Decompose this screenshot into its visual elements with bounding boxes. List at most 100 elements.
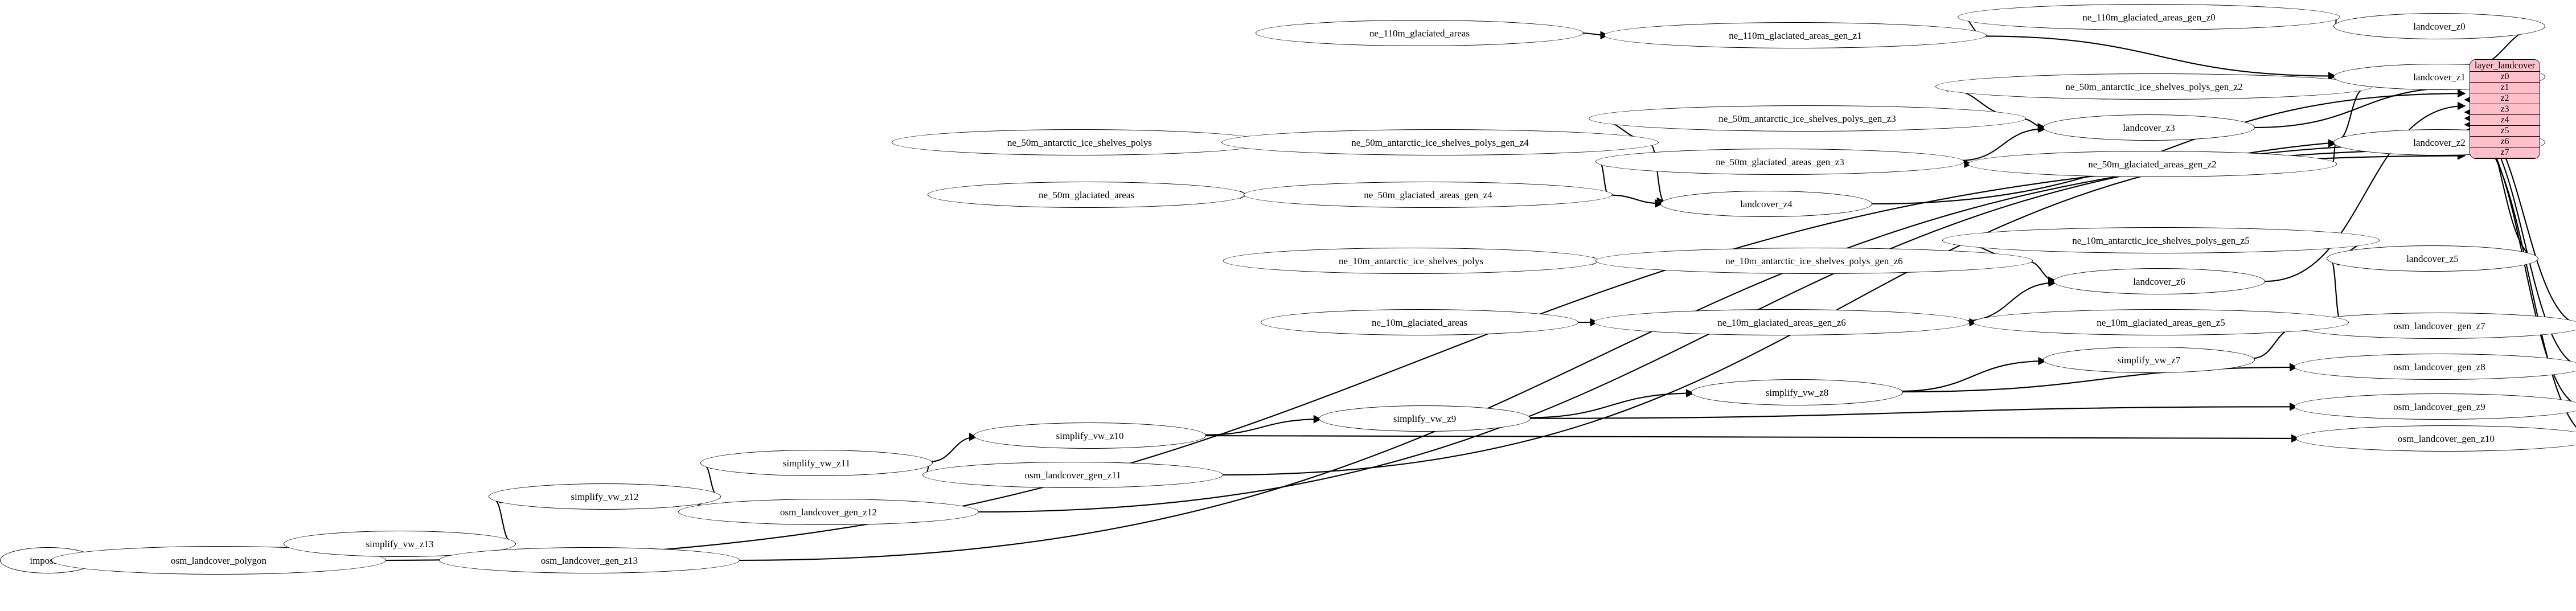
graph-node-landcover-z3[interactable]: landcover_z3 [2043, 114, 2255, 141]
edge-simplify_vw_z8-to-simplify_vw_z7 [1900, 356, 2046, 392]
node-label: osm_landcover_gen_z12 [780, 506, 877, 518]
record-row-z3[interactable]: z3 [2470, 104, 2540, 115]
node-label: osm_landcover_gen_z13 [541, 555, 638, 566]
node-label: ne_10m_glaciated_areas_gen_z5 [2097, 317, 2225, 328]
graph-node-ne-50m-antarctic-ice-shelves-polys[interactable]: ne_50m_antarctic_ice_shelves_polys [892, 129, 1268, 155]
record-row-z1[interactable]: z1 [2470, 83, 2540, 93]
node-label: ne_50m_antarctic_ice_shelves_polys_gen_z… [2065, 81, 2243, 92]
edge-simplify_vw_z10-to-simplify_vw_z9 [1203, 415, 1322, 436]
graph-node-osm-landcover-gen-z10[interactable]: osm_landcover_gen_z10 [2296, 425, 2576, 452]
node-label: simplify_vw_z11 [782, 457, 851, 469]
edge-ne_50m_antarctic_ice_shelves_polys_gen_z2-to-landcover_z2 [2336, 88, 2365, 144]
graph-node-osm-landcover-gen-z9[interactable]: osm_landcover_gen_z9 [2294, 393, 2576, 420]
graph-node-ne-10m-antarctic-ice-shelves-polys[interactable]: ne_10m_antarctic_ice_shelves_polys [1223, 248, 1599, 274]
graph-node-ne-110m-glaciated-areas[interactable]: ne_110m_glaciated_areas [1256, 20, 1584, 46]
node-label: landcover_z5 [2406, 253, 2459, 264]
graph-node-simplify-vw-z11[interactable]: simplify_vw_z11 [700, 450, 933, 476]
edge-simplify_vw_z9-to-osm_landcover_gen_z9 [1528, 402, 2298, 419]
graph-node-ne-50m-antarctic-ice-shelves-polys-gen-z3[interactable]: ne_50m_antarctic_ice_shelves_polys_gen_z… [1589, 105, 2026, 132]
record-row-z5[interactable]: z5 [2470, 126, 2540, 137]
node-label: ne_10m_antarctic_ice_shelves_polys [1339, 255, 1483, 266]
graph-node-ne-50m-glaciated-areas-gen-z2[interactable]: ne_50m_glaciated_areas_gen_z2 [1968, 151, 2337, 177]
node-label: landcover_z3 [2123, 122, 2175, 133]
graph-node-ne-10m-glaciated-areas-gen-z6[interactable]: ne_10m_glaciated_areas_gen_z6 [1594, 309, 1970, 335]
node-label: osm_landcover_gen_z11 [1024, 469, 1121, 481]
graph-node-landcover-z5[interactable]: landcover_z5 [2327, 245, 2538, 272]
node-label: simplify_vw_z13 [366, 538, 434, 550]
node-label: osm_landcover_gen_z8 [2393, 361, 2485, 372]
graph-node-ne-10m-glaciated-areas[interactable]: ne_10m_glaciated_areas [1261, 309, 1578, 335]
record-row-z8[interactable]: z8 [2470, 158, 2540, 159]
graph-node-simplify-vw-z9[interactable]: simplify_vw_z9 [1319, 405, 1531, 432]
graph-node-ne-10m-antarctic-ice-shelves-polys-gen-z6[interactable]: ne_10m_antarctic_ice_shelves_polys_gen_z… [1595, 248, 2033, 274]
graph-node-landcover-z0[interactable]: landcover_z0 [2333, 13, 2545, 39]
record-row-z2[interactable]: z2 [2470, 93, 2540, 104]
graph-node-ne-110m-glaciated-areas-gen-z0[interactable]: ne_110m_glaciated_areas_gen_z0 [1958, 4, 2340, 30]
node-label: landcover_z6 [2133, 276, 2185, 287]
edge-ne_50m_glaciated_areas_gen_z4-to-ne_50m_glaciated_areas_gen_z3 [1599, 158, 1609, 194]
graph-node-ne-50m-antarctic-ice-shelves-polys-gen-z2[interactable]: ne_50m_antarctic_ice_shelves_polys_gen_z… [1935, 73, 2373, 100]
graph-node-ne-50m-glaciated-areas-gen-z3[interactable]: ne_50m_glaciated_areas_gen_z3 [1595, 149, 1964, 175]
record-row-z6[interactable]: z6 [2470, 137, 2540, 147]
graph-node-simplify-vw-z7[interactable]: simplify_vw_z7 [2043, 347, 2255, 373]
node-label: landcover_z0 [2413, 20, 2466, 32]
node-label: ne_50m_antarctic_ice_shelves_polys [1007, 137, 1152, 148]
graph-node-ne-50m-glaciated-areas-gen-z4[interactable]: ne_50m_glaciated_areas_gen_z4 [1244, 182, 1613, 208]
node-label: ne_50m_glaciated_areas_gen_z4 [1364, 189, 1492, 200]
edge-simplify_vw_z11-to-simplify_vw_z10 [929, 432, 978, 462]
graph-node-osm-landcover-gen-z11[interactable]: osm_landcover_gen_z11 [922, 462, 1223, 488]
node-label: ne_50m_glaciated_areas [1038, 189, 1135, 200]
graph-node-simplify-vw-z8[interactable]: simplify_vw_z8 [1691, 379, 1903, 405]
node-label: ne_110m_glaciated_areas [1369, 27, 1470, 39]
node-label: ne_110m_glaciated_areas_gen_z1 [1729, 30, 1862, 41]
node-label: landcover_z4 [1740, 198, 1792, 210]
graph-node-osm-landcover-gen-z8[interactable]: osm_landcover_gen_z8 [2294, 354, 2576, 380]
layer-landcover-record[interactable]: layer_landcoverz0z1z2z3z4z5z6z7z8z9z10z1… [2470, 59, 2540, 159]
node-label: landcover_z1 [2413, 71, 2466, 83]
node-label: simplify_vw_z8 [1765, 387, 1829, 398]
graph-node-ne-10m-glaciated-areas-gen-z5[interactable]: ne_10m_glaciated_areas_gen_z5 [1973, 309, 2349, 335]
graph-node-osm-landcover-gen-z12[interactable]: osm_landcover_gen_z12 [678, 499, 979, 525]
graph-node-ne-50m-antarctic-ice-shelves-polys-gen-z4[interactable]: ne_50m_antarctic_ice_shelves_polys_gen_z… [1221, 129, 1659, 155]
graph-node-landcover-z6[interactable]: landcover_z6 [2053, 268, 2265, 294]
edge-ne_50m_antarctic_ice_shelves_polys_gen_z3-to-landcover_z3 [2021, 118, 2046, 132]
graph-node-simplify-vw-z10[interactable]: simplify_vw_z10 [974, 423, 1206, 449]
graph-node-simplify-vw-z12[interactable]: simplify_vw_z12 [489, 483, 721, 510]
graph-node-ne-110m-glaciated-areas-gen-z1[interactable]: ne_110m_glaciated_areas_gen_z1 [1604, 22, 1987, 48]
graph-node-ne-10m-antarctic-ice-shelves-polys-gen-z5[interactable]: ne_10m_antarctic_ice_shelves_polys_gen_z… [1942, 227, 2380, 253]
graph-node-landcover-z4[interactable]: landcover_z4 [1660, 191, 1872, 217]
node-label: ne_110m_glaciated_areas_gen_z0 [2082, 11, 2216, 23]
edge-simplify_vw_z13-to-simplify_vw_z12 [493, 495, 511, 542]
record-row-z4[interactable]: z4 [2470, 115, 2540, 126]
edge-osm_landcover_gen_z10-to-layer_landcover.z10 [2464, 126, 2576, 428]
graph-node-ne-50m-glaciated-areas[interactable]: ne_50m_glaciated_areas [928, 182, 1245, 208]
graph-node-osm-landcover-gen-z13[interactable]: osm_landcover_gen_z13 [439, 547, 740, 573]
node-label: osm_landcover_gen_z10 [2398, 433, 2495, 444]
record-row-z0[interactable]: z0 [2470, 72, 2540, 83]
node-label: ne_50m_antarctic_ice_shelves_polys_gen_z… [1351, 137, 1529, 148]
edge-simplify_vw_z9-to-simplify_vw_z8 [1528, 389, 1695, 419]
node-label: osm_landcover_polygon [170, 555, 267, 566]
node-label: ne_50m_glaciated_areas_gen_z3 [1716, 156, 1844, 167]
node-label: simplify_vw_z9 [1393, 413, 1457, 424]
node-label: simplify_vw_z10 [1056, 430, 1124, 441]
record-row-z7[interactable]: z7 [2470, 147, 2540, 158]
graph-node-osm-landcover-polygon[interactable]: osm_landcover_polygon [51, 546, 386, 575]
node-label: ne_50m_glaciated_areas_gen_z2 [2088, 158, 2217, 170]
node-label: osm_landcover_gen_z9 [2393, 401, 2485, 412]
edge-ne_10m_antarctic_ice_shelves_polys_gen_z6-to-landcover_z6 [2028, 261, 2057, 285]
node-label: osm_landcover_gen_z7 [2393, 320, 2485, 331]
edge-ne_110m_glaciated_areas_gen_z1-to-landcover_z1 [1982, 35, 2337, 80]
edge-simplify_vw_z10-to-osm_landcover_gen_z10 [1203, 434, 2300, 443]
edge-ne_50m_glaciated_areas_gen_z4-to-landcover_z4 [1609, 194, 1664, 208]
node-label: ne_50m_antarctic_ice_shelves_polys_gen_z… [1718, 113, 1896, 124]
node-label: ne_10m_glaciated_areas [1371, 317, 1468, 328]
record-header: layer_landcover [2470, 60, 2540, 72]
node-label: ne_10m_antarctic_ice_shelves_polys_gen_z… [1725, 255, 1903, 266]
edge-ne_50m_glaciated_areas_gen_z2-to-landcover_z2 [2328, 139, 2337, 164]
node-label: landcover_z2 [2413, 137, 2466, 148]
node-label: ne_10m_glaciated_areas_gen_z6 [1717, 317, 1846, 328]
node-label: simplify_vw_z12 [571, 491, 639, 502]
edge-ne_10m_glaciated_areas_gen_z5-to-landcover_z5 [2331, 257, 2341, 320]
